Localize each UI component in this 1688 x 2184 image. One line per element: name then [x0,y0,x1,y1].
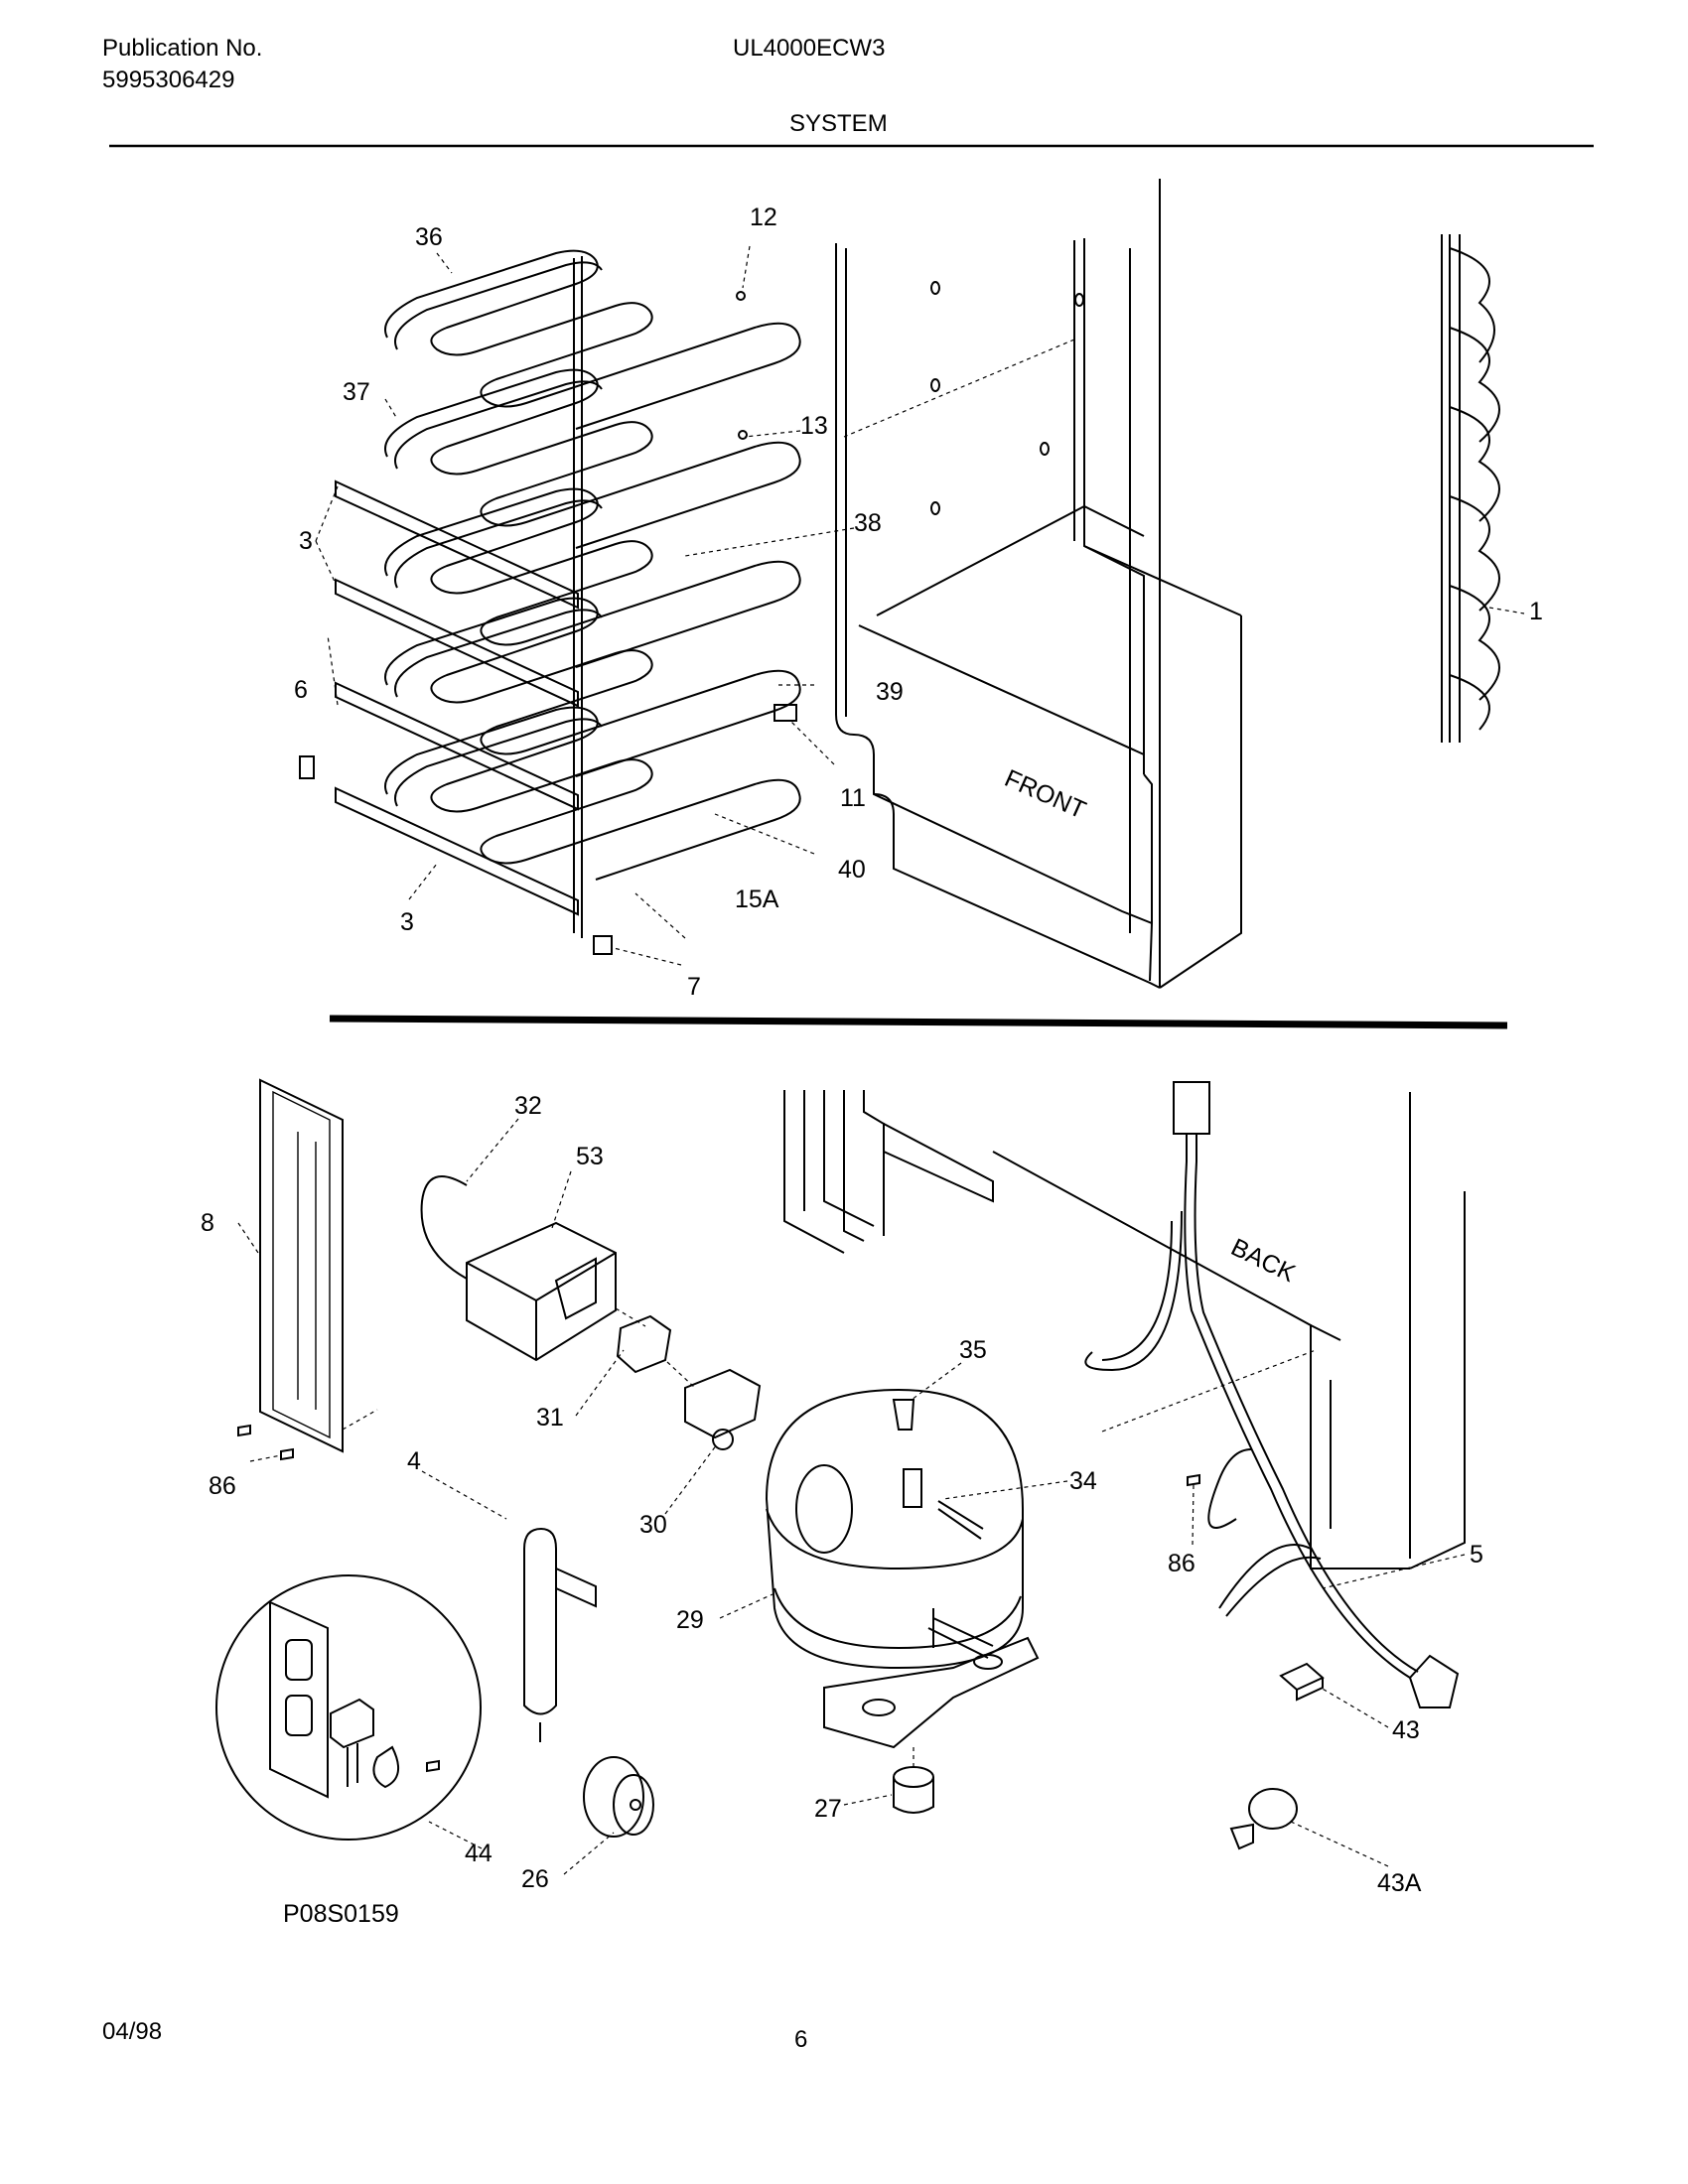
part-label-35: 35 [959,1336,987,1364]
back-label: BACK [1226,1233,1300,1288]
grommet [893,1766,934,1814]
part-label-53: 53 [576,1143,604,1170]
relay-cover [466,1221,617,1362]
condenser-coil [1441,234,1500,743]
part-label-6: 6 [294,676,308,704]
part-label-39: 39 [876,678,904,706]
part-label-86-left: 86 [209,1472,236,1500]
shelf-rails [335,479,579,916]
relay-30 [684,1368,762,1450]
part-label-8: 8 [201,1209,214,1237]
tape-roll [583,1756,654,1838]
part-label-30: 30 [639,1511,667,1539]
footer-date: 04/98 [102,2018,163,2045]
part-label-26: 26 [521,1865,549,1893]
figure-id: P08S0159 [283,1900,399,1928]
overload-protector [616,1314,672,1374]
lower-leader-lines [237,1118,1466,1875]
part-label-34: 34 [1069,1467,1097,1495]
model-number: UL4000ECW3 [733,35,886,62]
part-label-1: 1 [1529,598,1543,625]
part-label-43a: 43A [1377,1869,1422,1897]
part-label-37: 37 [343,378,370,406]
drier [523,1527,597,1742]
part-label-38: 38 [854,509,882,537]
part-label-27: 27 [814,1795,842,1823]
publication-number: 5995306429 [102,67,235,93]
footer-page-number: 6 [794,2026,808,2053]
part-label-12: 12 [750,204,777,231]
power-cord [1084,1081,1460,1708]
screw-86-right [1187,1473,1200,1487]
part-label-31: 31 [536,1404,564,1432]
cord-clamp-43a [1229,1788,1298,1850]
front-label: FRONT [1001,764,1090,825]
part-label-7: 7 [687,973,701,1001]
part-label-40: 40 [838,856,866,884]
part-label-3-bottom: 3 [400,908,414,936]
upper-part-labels: 36 12 37 13 38 3 1 6 39 11 40 15A 3 7 [294,204,1543,1001]
part-label-36: 36 [415,223,443,251]
lower-part-labels: 32 53 8 35 31 86 4 30 34 86 5 29 43 27 4… [201,1092,1483,1928]
section-title: SYSTEM [789,110,888,137]
part-label-4: 4 [407,1447,421,1475]
upper-leader-lines [315,245,1525,966]
back-panel [259,1078,344,1453]
part-label-15a: 15A [735,886,779,913]
part-label-32: 32 [514,1092,542,1120]
part-label-3-top: 3 [299,527,313,555]
cabinet [835,179,1242,989]
part-label-5: 5 [1470,1541,1483,1569]
inset-outlet-detail [215,1574,482,1841]
screws-86-left [237,1424,294,1461]
part-label-13: 13 [800,412,828,440]
section-divider [329,1015,1508,1029]
clips [299,291,797,955]
relay-wire [420,1175,468,1280]
publication-label: Publication No. [102,35,263,62]
part-label-86-right: 86 [1168,1550,1196,1577]
part-label-44: 44 [465,1840,492,1867]
evaporator-coil [384,249,801,938]
part-label-11: 11 [840,784,866,812]
compressor [765,1388,1040,1749]
cabinet-back [783,1090,1466,1570]
part-label-43: 43 [1392,1716,1420,1744]
part-label-29: 29 [676,1606,704,1634]
cord-clamp-43 [1279,1662,1325,1702]
